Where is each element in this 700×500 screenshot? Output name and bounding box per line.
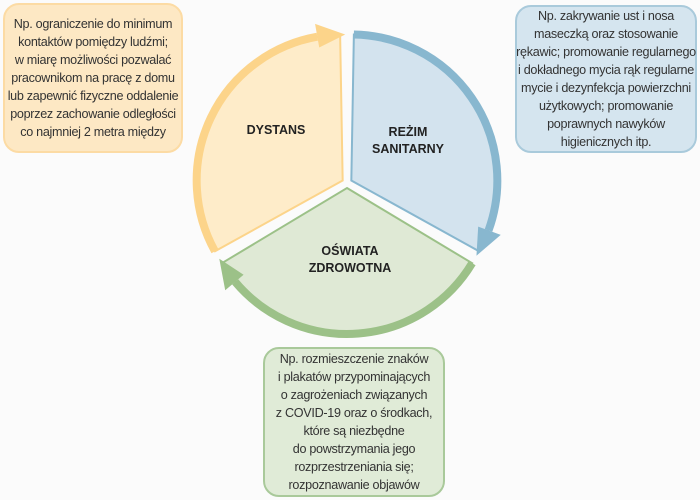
description-line: co najmniej 2 metra między xyxy=(20,125,166,139)
label-line: OŚWIATA xyxy=(321,244,379,258)
label-line: ZDROWOTNA xyxy=(308,261,392,275)
description-line: higienicznych itp. xyxy=(560,135,652,149)
description-line: maseczką oraz stosowanie xyxy=(534,27,678,41)
arc-oswiata xyxy=(232,261,476,338)
description-line: o zagrożeniach związanych xyxy=(280,388,428,402)
description-line: rękawic; promowanie regularnego xyxy=(516,45,696,59)
description-line: do powstrzymania jego xyxy=(292,442,416,456)
arc-rezim xyxy=(353,30,502,232)
label-rezim-sanitarny: REŻIM SANITARNY xyxy=(372,124,444,158)
rezim-description-box: Np. zakrywanie ust i nosa maseczką oraz s… xyxy=(515,5,697,153)
description-line: Np. rozmieszczenie znaków xyxy=(279,352,429,366)
description-line: w miarę możliwości pozwalać xyxy=(14,53,172,67)
label-line: DYSTANS xyxy=(246,123,306,137)
description-line: poprawnych nawyków xyxy=(547,117,665,131)
description-line: z COVID-19 oraz o środkach, xyxy=(275,406,433,420)
arrowhead-icon xyxy=(315,23,346,48)
description-line: kontaktów pomiędzy ludźmi; xyxy=(18,35,168,49)
arc-dystans xyxy=(192,32,319,254)
description-line: rozprzestrzeniania się; xyxy=(294,460,414,474)
description-line: użytkowych; promowanie xyxy=(538,99,674,113)
oswiata-description-box: Np. rozmieszczenie znaków i plakatów przy… xyxy=(263,347,445,497)
description-line: i plakatów przypominających xyxy=(277,370,431,384)
description-line: lub zapewnić fizyczne oddalenie xyxy=(7,89,179,103)
description-line: poprzez zachowanie odległości xyxy=(10,107,176,121)
description-line: Np. zakrywanie ust i nosa xyxy=(538,9,674,23)
description-line: pracownikom na pracę z domu xyxy=(11,71,175,85)
label-oswiata-zdrowotna: OŚWIATA ZDROWOTNA xyxy=(309,243,392,277)
dystans-description-box: Np. ograniczenie do minimum kontaktów pom… xyxy=(3,3,183,153)
label-line: REŻIM xyxy=(388,125,428,139)
description-line: mycie i dezynfekcja powierzchni xyxy=(521,81,691,95)
description-line: i dokładnego mycia rąk regularne xyxy=(518,63,694,77)
description-line: rozpoznawanie objawów xyxy=(288,478,420,492)
arrowhead-icon xyxy=(219,258,244,291)
label-line: SANITARNY xyxy=(372,142,444,156)
description-line: które są niezbędne xyxy=(303,424,405,438)
label-dystans: DYSTANS xyxy=(247,122,306,139)
arrowhead-icon xyxy=(476,226,501,256)
description-line: Np. ograniczenie do minimum xyxy=(13,17,173,31)
